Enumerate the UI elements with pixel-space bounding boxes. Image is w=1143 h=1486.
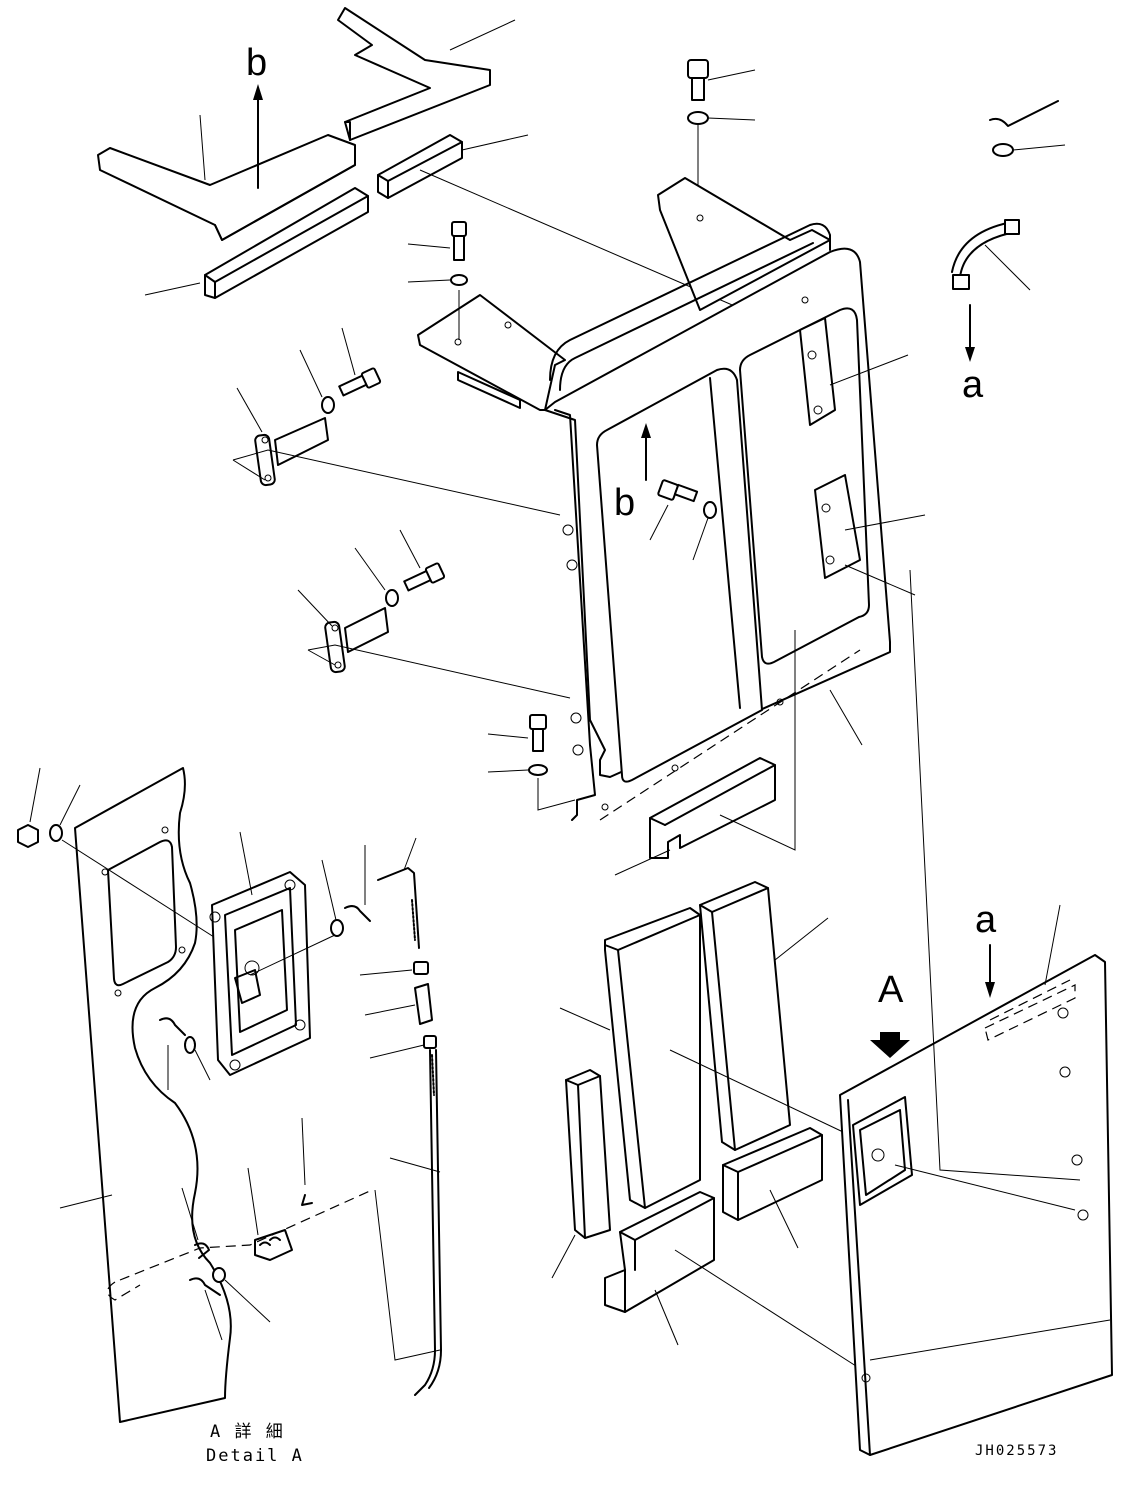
drain-hose — [951, 219, 1020, 290]
washer-bracket-lower — [385, 589, 399, 607]
door-cover-panel — [839, 954, 1113, 1456]
washer-detail — [49, 824, 63, 842]
seal-block-under — [649, 757, 776, 859]
arrow-b-mid — [641, 423, 651, 481]
label-b-top: b — [246, 42, 267, 84]
washer-lock — [330, 919, 344, 937]
spring-pin-lock — [344, 905, 371, 922]
seal-l-piece-lower — [97, 134, 356, 241]
washer-bracket-upper — [321, 396, 335, 414]
seal-l-piece-upper — [337, 7, 491, 141]
washer-left-lower — [528, 764, 548, 776]
seal-bar-small — [377, 134, 463, 199]
label-b-mid: b — [614, 482, 635, 524]
nut-detail — [17, 824, 39, 848]
caption-detail-jp: A 詳 細 — [210, 1422, 285, 1442]
spacer-rod — [414, 983, 433, 1025]
washer-top — [687, 111, 709, 125]
leader-lines-top — [144, 19, 791, 331]
stay-bracket-lower — [324, 607, 389, 674]
bolt-top — [687, 59, 709, 101]
washer-top-right — [992, 143, 1014, 157]
label-a-cover: a — [975, 899, 997, 941]
foam-block-small — [722, 1127, 823, 1221]
clip-latch — [194, 1242, 210, 1259]
arrow-b-top — [253, 84, 263, 189]
washer-center — [703, 501, 717, 519]
arrow-a-cover — [985, 944, 995, 998]
clip-pin-top-right — [989, 100, 1059, 127]
washer-left-upper — [450, 274, 468, 286]
cab-frame — [417, 177, 891, 821]
spring-pin-latch — [189, 1277, 221, 1296]
foam-block-tall-left — [604, 907, 701, 1209]
foam-block-notched — [604, 1191, 715, 1313]
hinge-upper — [799, 317, 836, 426]
label-view-A: A — [878, 969, 904, 1011]
foam-block-tall-right — [699, 881, 791, 1151]
label-a-right: a — [962, 364, 984, 406]
door-lock-assembly — [209, 871, 311, 1076]
bolt-left-upper — [451, 221, 467, 261]
link-rod — [414, 1049, 442, 1396]
foam-strip-left — [565, 1069, 611, 1239]
l-rod — [377, 867, 420, 949]
spring-pin-panel — [159, 1017, 186, 1036]
nut-rod-lower — [423, 1035, 437, 1049]
view-arrow-A — [870, 1032, 910, 1058]
bolt-left-lower — [529, 714, 547, 752]
nut-rod-upper — [413, 961, 429, 975]
arrow-a-right — [965, 304, 975, 362]
bolt-center — [657, 479, 699, 503]
bolt-bracket-upper — [338, 367, 382, 397]
detail-a-panel — [74, 767, 232, 1423]
caption-detail-en: Detail A — [206, 1446, 304, 1466]
pin-latch-upper — [301, 1194, 313, 1206]
drawing-number: JH025573 — [975, 1443, 1058, 1459]
hinge-lower — [814, 474, 861, 579]
bolt-bracket-lower — [403, 562, 446, 592]
seal-bar-left — [204, 187, 369, 299]
washer-panel — [184, 1036, 196, 1054]
washer-latch — [212, 1267, 226, 1283]
stay-bracket-upper — [254, 417, 329, 487]
